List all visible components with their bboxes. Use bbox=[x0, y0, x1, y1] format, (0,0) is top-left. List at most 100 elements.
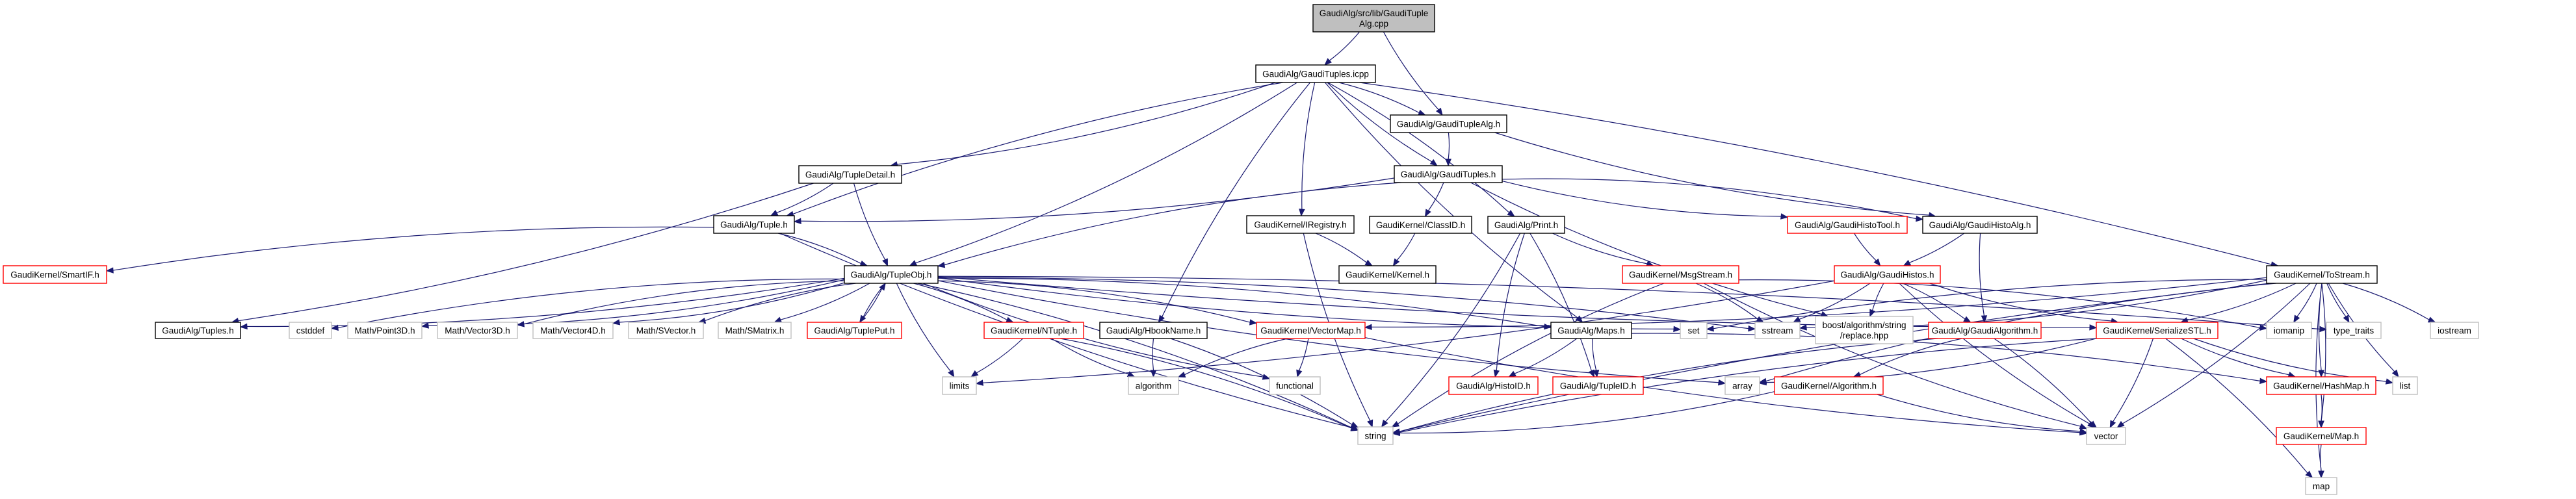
edge-line bbox=[937, 276, 2090, 328]
edge-line bbox=[1060, 338, 1352, 429]
edge-line bbox=[1909, 233, 1965, 263]
edge-line bbox=[1929, 283, 2112, 322]
node-hbook[interactable]: GaudiAlg/HbookName.h bbox=[1099, 322, 1208, 339]
node-box bbox=[718, 322, 792, 339]
arrowhead-icon bbox=[2293, 314, 2300, 324]
edge-icpp-to-tupleobj bbox=[909, 82, 1297, 266]
node-string: string bbox=[1357, 426, 1394, 445]
edge-line bbox=[1902, 283, 1966, 320]
edge-line bbox=[1899, 283, 2090, 424]
node-histoid[interactable]: GaudiAlg/HistoID.h bbox=[1448, 376, 1539, 395]
node-label: set bbox=[1687, 326, 1699, 336]
edge-line bbox=[2321, 394, 2322, 422]
node-tupleobj[interactable]: GaudiAlg/TupleObj.h bbox=[844, 265, 939, 284]
node-tupledetail[interactable]: GaudiAlg/TupleDetail.h bbox=[798, 165, 902, 184]
edge-print-to-msgstream bbox=[1552, 233, 1654, 267]
node-iregistry[interactable]: GaudiKernel/IRegistry.h bbox=[1246, 215, 1355, 234]
node-label: sstream bbox=[1762, 326, 1793, 336]
node-gaudialgorithm[interactable]: GaudiAlg/GaudiAlgorithm.h bbox=[1928, 322, 2042, 339]
node-tupleput[interactable]: GaudiAlg/TuplePut.h bbox=[807, 322, 902, 339]
edge-line bbox=[1371, 277, 2267, 327]
edge-line bbox=[1398, 283, 1665, 424]
arrowhead-icon bbox=[2427, 316, 2436, 323]
node-vectormap[interactable]: GaudiKernel/VectorMap.h bbox=[1256, 322, 1366, 339]
node-serialize[interactable]: GaudiKernel/SerializeSTL.h bbox=[2096, 322, 2218, 339]
edge-line bbox=[937, 277, 1674, 329]
node-label: type_traits bbox=[2334, 326, 2374, 336]
arrowhead-icon bbox=[793, 218, 801, 224]
edge-tuple-to-smartif bbox=[105, 226, 714, 274]
node-svector: Math/SVector.h bbox=[628, 322, 704, 339]
node-box bbox=[1269, 376, 1321, 395]
node-tupleid[interactable]: GaudiAlg/TupleID.h bbox=[1552, 376, 1644, 395]
node-box bbox=[1312, 4, 1435, 32]
arrowhead-icon bbox=[1418, 109, 1426, 116]
arrowhead-icon bbox=[1006, 316, 1014, 323]
edge-line bbox=[1396, 233, 1416, 261]
node-box bbox=[1128, 376, 1179, 395]
edge-line bbox=[1051, 338, 1129, 375]
node-label: GaudiAlg/Print.h bbox=[1494, 220, 1558, 230]
arrowhead-icon bbox=[2259, 324, 2268, 331]
node-ntuple[interactable]: GaudiKernel/NTuple.h bbox=[983, 322, 1084, 339]
edge-tupleobj-to-ntuple bbox=[913, 283, 1014, 323]
edge-line bbox=[1359, 82, 2272, 265]
edge-print-to-tupleid bbox=[1529, 233, 1595, 378]
edge-histoalg-to-histos bbox=[1903, 233, 1965, 266]
node-hashmap[interactable]: GaudiKernel/HashMap.h bbox=[2266, 376, 2376, 395]
node-box bbox=[2305, 477, 2337, 495]
node-histos[interactable]: GaudiAlg/GaudiHistos.h bbox=[1834, 265, 1941, 284]
node-box bbox=[807, 322, 902, 339]
edge-line bbox=[2321, 283, 2326, 422]
node-icpp[interactable]: GaudiAlg/GaudiTuples.icpp bbox=[1255, 64, 1376, 83]
node-kernel[interactable]: GaudiKernel/Kernel.h bbox=[1338, 265, 1437, 284]
node-box bbox=[437, 322, 518, 339]
edge-line bbox=[2296, 283, 2317, 317]
node-label: Math/Vector4D.h bbox=[540, 326, 606, 336]
arrowhead-icon bbox=[2109, 420, 2116, 429]
arrowhead-icon bbox=[421, 322, 429, 329]
edge-tupleobj-to-serialize bbox=[937, 276, 2098, 331]
arrowhead-icon bbox=[2116, 420, 2125, 428]
edge-line bbox=[853, 183, 886, 261]
node-histotool[interactable]: GaudiAlg/GaudiHistoTool.h bbox=[1787, 216, 1908, 234]
edge-line bbox=[1327, 82, 1433, 162]
node-smartif[interactable]: GaudiKernel/SmartIF.h bbox=[3, 265, 107, 284]
node-tuplealg[interactable]: GaudiAlg/GaudiTupleAlg.h bbox=[1390, 114, 1507, 133]
edge-line bbox=[1994, 338, 2092, 424]
edge-line bbox=[937, 280, 1719, 383]
arrowhead-icon bbox=[1756, 316, 1765, 323]
node-label: iomanip bbox=[2274, 326, 2304, 336]
node-tuple[interactable]: GaudiAlg/Tuple.h bbox=[713, 215, 795, 234]
edge-line bbox=[523, 280, 845, 325]
node-maps[interactable]: GaudiAlg/Maps.h bbox=[1550, 322, 1632, 339]
node-print[interactable]: GaudiAlg/Print.h bbox=[1487, 216, 1565, 234]
node-kmap[interactable]: GaudiKernel/Map.h bbox=[2276, 427, 2367, 445]
edge-line bbox=[917, 283, 1352, 428]
node-msgstream[interactable]: GaudiKernel/MsgStream.h bbox=[1622, 265, 1739, 284]
edge-line bbox=[1325, 82, 1578, 318]
edge-line bbox=[2187, 283, 2296, 321]
node-box bbox=[155, 322, 241, 339]
node-box bbox=[1390, 114, 1507, 133]
node-label: GaudiAlg/HbookName.h bbox=[1106, 326, 1201, 336]
arrowhead-icon bbox=[1364, 324, 1372, 331]
edge-kalgorithm-to-string bbox=[1392, 391, 1775, 437]
edge-histos-to-limits bbox=[975, 280, 1835, 386]
node-classid[interactable]: GaudiKernel/ClassID.h bbox=[1369, 216, 1472, 234]
edge-line bbox=[1399, 283, 2270, 432]
node-histoalg[interactable]: GaudiAlg/GaudiHistoAlg.h bbox=[1922, 216, 2038, 234]
edge-histoalg-to-gaudialgorithm bbox=[1979, 233, 1988, 324]
node-tostream[interactable]: GaudiKernel/ToStream.h bbox=[2266, 265, 2378, 284]
edges-layer bbox=[105, 31, 2436, 479]
edge-tupleobj-to-cstddef bbox=[330, 278, 845, 331]
node-tuplesh[interactable]: GaudiAlg/GaudiTuples.h bbox=[1394, 165, 1503, 183]
node-label: iostream bbox=[2438, 326, 2471, 336]
arrowhead-icon bbox=[1392, 258, 1400, 267]
edge-tuplesh-to-boost bbox=[1470, 182, 1829, 317]
edge-line bbox=[937, 275, 2321, 330]
node-kalgorithm[interactable]: GaudiKernel/Algorithm.h bbox=[1774, 376, 1884, 395]
arrowhead-icon bbox=[2259, 377, 2268, 385]
node-tuples[interactable]: GaudiAlg/Tuples.h bbox=[155, 322, 241, 339]
node-smatrix: Math/SMatrix.h bbox=[718, 322, 792, 339]
